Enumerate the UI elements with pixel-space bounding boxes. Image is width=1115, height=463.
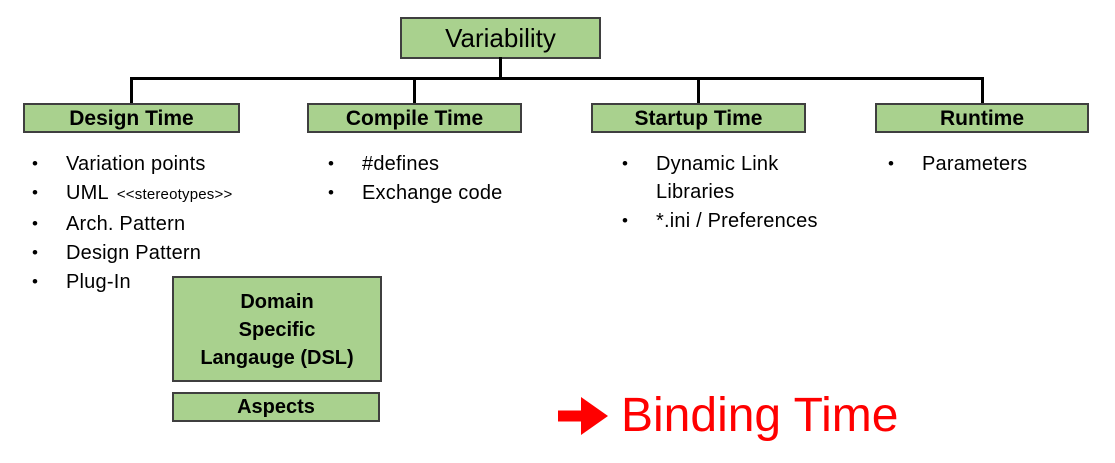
connector-horizontal-bar [130,77,984,80]
list-item-label: Dynamic Link Libraries [656,153,779,203]
stereotypes-small-label: <<stereotypes>> [116,186,233,203]
bullet-icon: • [32,154,39,173]
compile-time-header-label: Compile Time [345,107,484,130]
compile-time-list: • #defines • Exchange code [328,150,538,208]
dsl-box-line: Langauge (DSL) [200,347,354,369]
bullet-icon: • [32,243,39,262]
connector-drop-design-time [130,79,133,103]
connector-root-stem [499,57,502,79]
list-item-label: Design Pattern [66,242,202,264]
dsl-box-line: Specific [238,319,316,341]
column-header-design-time: Design Time [23,103,240,133]
column-header-startup-time: Startup Time [591,103,806,133]
variability-label: Variability [445,23,556,53]
right-arrow-icon [558,397,608,435]
list-item-label: #defines [362,153,440,175]
list-item-label: Plug-In [66,271,131,293]
startup-time-header-label: Startup Time [634,107,763,130]
list-item: • #defines [328,150,538,178]
list-item-label: UML<<stereotypes>> [66,182,233,204]
bullet-icon: • [888,154,895,173]
connector-drop-runtime [981,79,984,103]
bullet-icon: • [328,183,335,202]
runtime-header-label: Runtime [940,107,1024,130]
design-time-list: • Variation points • UML<<stereotypes>> … [32,150,297,297]
bullet-icon: • [622,154,629,173]
list-item: • UML<<stereotypes>> [32,179,297,209]
list-item-label: Exchange code [362,182,503,204]
column-header-compile-time: Compile Time [307,103,522,133]
bullet-icon: • [622,211,629,230]
list-item-label: Arch. Pattern [66,213,186,235]
design-time-header-label: Design Time [69,107,194,130]
bullet-icon: • [32,272,39,291]
list-item: • Arch. Pattern [32,210,297,238]
bullet-icon: • [328,154,335,173]
aspects-label: Aspects [237,396,315,418]
list-item: • Design Pattern [32,239,297,267]
list-item: • Exchange code [328,179,538,207]
list-item-label: Variation points [66,153,206,175]
list-item: • Dynamic Link Libraries [622,150,824,206]
connector-drop-compile-time [413,79,416,103]
bullet-icon: • [32,214,39,233]
runtime-list: • Parameters [888,150,1088,179]
binding-time-label: Binding Time [621,389,899,442]
list-item: • *.ini / Preferences [622,207,824,235]
list-item-label: *.ini / Preferences [656,210,818,232]
list-item: • Parameters [888,150,1088,178]
aspects-box: Aspects [172,392,380,422]
connector-drop-startup-time [697,79,700,103]
binding-time-annotation: Binding Time [558,390,898,442]
variability-root-box: Variability [400,17,601,59]
dsl-box: Domain Specific Langauge (DSL) [172,276,382,382]
list-item: • Plug-In [32,268,297,296]
list-item: • Variation points [32,150,297,178]
bullet-icon: • [32,183,39,202]
startup-time-list: • Dynamic Link Libraries • *.ini / Prefe… [622,150,824,236]
list-item-label: Parameters [922,153,1028,175]
dsl-box-line: Domain [240,291,314,313]
column-header-runtime: Runtime [875,103,1089,133]
